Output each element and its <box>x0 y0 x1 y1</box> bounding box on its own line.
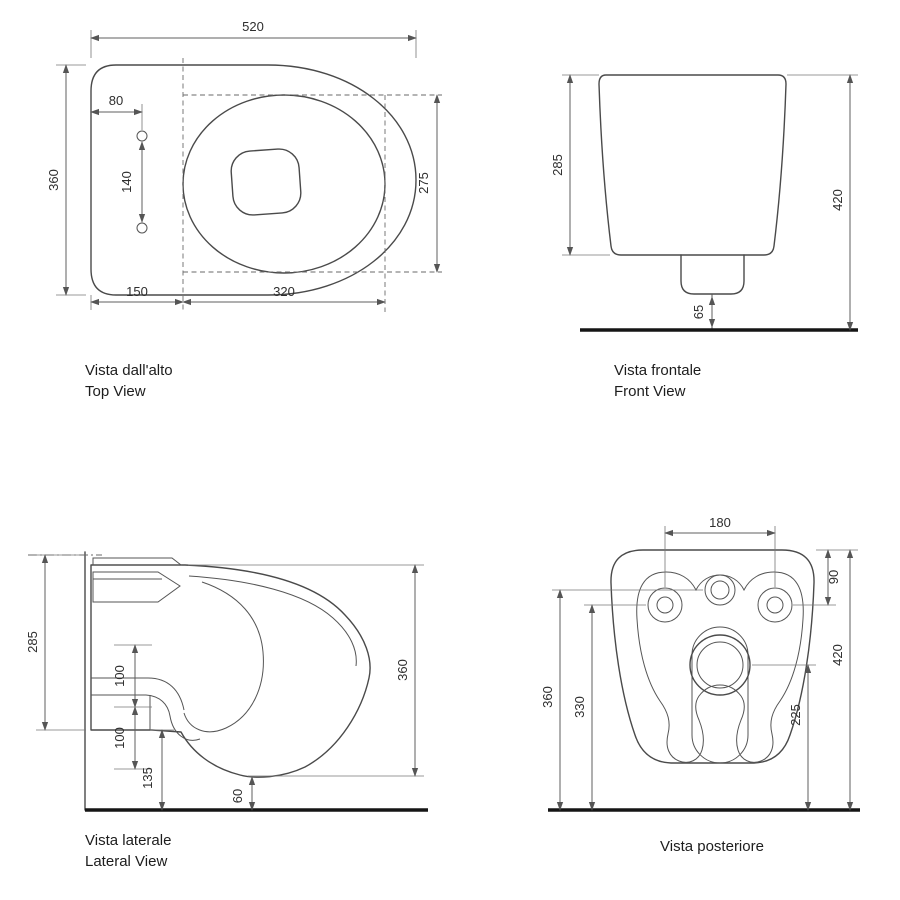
fixing-hole-bottom <box>136 222 148 234</box>
dim-text-outlet-spacing: 100 <box>112 727 127 749</box>
lateral-view-caption-en: Lateral View <box>85 853 168 870</box>
flush-bracket-bar <box>92 557 183 566</box>
extension-lines <box>90 30 417 58</box>
dim-front-offset: 150 <box>90 284 184 310</box>
front-view-caption: Vista frontale Front View <box>614 360 701 402</box>
drain-inner-circle <box>696 641 744 689</box>
dim-text-total-height: 420 <box>830 189 845 211</box>
lateral-view-body <box>28 551 428 812</box>
toilet-back-outline <box>610 549 815 764</box>
posterior-view-drawing: 180 90 420 225 360 330 <box>540 515 860 812</box>
posterior-view-caption: Vista posteriore <box>660 836 764 857</box>
posterior-view-body <box>548 549 860 812</box>
dim-overall-depth: 360 <box>46 64 86 296</box>
dim-outlet-spacing: 100 <box>112 706 139 770</box>
extension-lines <box>114 644 152 770</box>
dim-text-overall-height: 360 <box>395 659 410 681</box>
dim-inlet-spacing: 100 <box>112 644 152 770</box>
dim-text-overall-depth: 360 <box>46 169 61 191</box>
top-view-body <box>90 64 417 296</box>
top-view-caption-it: Vista dall'alto <box>85 362 173 379</box>
drain-capsule <box>691 626 749 764</box>
fixing-hole-left-outer <box>647 587 683 623</box>
dim-text-bottom-clearance: 60 <box>230 789 245 803</box>
drain-opening <box>230 148 302 216</box>
dim-text-outlet-clearance: 65 <box>691 305 706 319</box>
dim-text-overall-width: 520 <box>242 19 264 34</box>
dim-overall-height: 360 <box>188 564 424 777</box>
outlet-spigot <box>680 254 745 295</box>
inlet-hole-inner <box>710 580 730 600</box>
front-view-caption-it: Vista frontale <box>614 362 702 379</box>
drain-outer-circle <box>689 634 751 696</box>
lateral-view-drawing: 285 100 100 135 60 <box>25 551 428 812</box>
dim-text-hole-edge-offset: 80 <box>109 93 123 108</box>
dim-text-inlet-height: 360 <box>540 686 555 708</box>
toilet-side-outline <box>90 564 371 778</box>
dim-bolt-height: 330 <box>572 604 646 811</box>
top-view-caption: Vista dall'alto Top View <box>85 360 173 402</box>
fixing-hole-right-inner <box>766 596 784 614</box>
flush-duct <box>92 571 181 603</box>
dim-outlet-clearance: 65 <box>691 296 716 328</box>
dim-text-bowl-depth: 275 <box>416 172 431 194</box>
front-view-body <box>580 74 858 332</box>
dim-text-total-height: 420 <box>830 644 845 666</box>
trap-lower-curve <box>145 694 201 741</box>
dim-bowl-depth: 275 <box>416 94 441 273</box>
dim-text-body-height: 285 <box>25 631 40 653</box>
top-view-dashed-references <box>182 58 442 312</box>
toilet-front-outline <box>598 74 787 256</box>
dim-hole-edge-offset: 80 <box>90 93 143 130</box>
dim-text-rear-clearance: 135 <box>140 767 155 789</box>
dim-text-front-offset: 150 <box>126 284 148 299</box>
bowl-rim-ellipse <box>182 94 386 274</box>
bowl-cavity-line <box>183 581 264 733</box>
dim-bottom-clearance: 60 <box>230 776 256 811</box>
inner-contour <box>636 571 804 763</box>
dim-bolt-top-offset: 90 <box>793 549 858 606</box>
trap-upper-curve <box>147 677 185 711</box>
dim-total-height: 420 <box>830 549 854 811</box>
dim-bowl-width: 320 <box>182 284 386 306</box>
dim-text-inlet-spacing: 100 <box>112 665 127 687</box>
fixing-hole-right-outer <box>757 587 793 623</box>
dim-outlet-height: 225 <box>752 664 816 811</box>
dim-text-outlet-height: 225 <box>788 704 803 726</box>
dim-text-bowl-width: 320 <box>273 284 295 299</box>
front-view-caption-en: Front View <box>614 383 686 400</box>
dim-text-bolt-height: 330 <box>572 696 587 718</box>
dim-body-height: 285 <box>25 554 86 731</box>
dim-inlet-height: 360 <box>540 589 703 811</box>
extension-lines <box>36 554 86 731</box>
fixing-hole-top <box>136 130 148 142</box>
dim-body-height: 285 <box>550 74 610 256</box>
dim-total-height: 420 <box>787 74 858 331</box>
extension-lines <box>56 64 86 296</box>
dim-overall-width: 520 <box>90 19 417 58</box>
top-view-drawing: 520 360 80 140 275 150 <box>46 19 442 312</box>
inlet-hole-outer <box>704 574 736 606</box>
lateral-view-caption-it: Vista laterale <box>85 832 172 849</box>
dim-rear-clearance: 135 <box>140 729 174 811</box>
extension-lines <box>664 526 776 587</box>
fixing-hole-left-inner <box>656 596 674 614</box>
dim-text-hole-spacing: 140 <box>119 171 134 193</box>
dim-text-bolt-top-offset: 90 <box>826 570 841 584</box>
dim-hole-spacing: 140 <box>119 141 146 223</box>
front-view-drawing: 285 420 65 <box>550 74 858 332</box>
dim-bolt-spacing: 180 <box>664 515 776 587</box>
inner-rim-line <box>188 575 357 667</box>
extension-lines <box>188 564 424 777</box>
posterior-view-caption-it: Vista posteriore <box>660 838 764 855</box>
top-view-caption-en: Top View <box>85 383 146 400</box>
dim-text-bolt-spacing: 180 <box>709 515 731 530</box>
dim-text-body-height: 285 <box>550 154 565 176</box>
lateral-view-caption: Vista laterale Lateral View <box>85 830 171 872</box>
